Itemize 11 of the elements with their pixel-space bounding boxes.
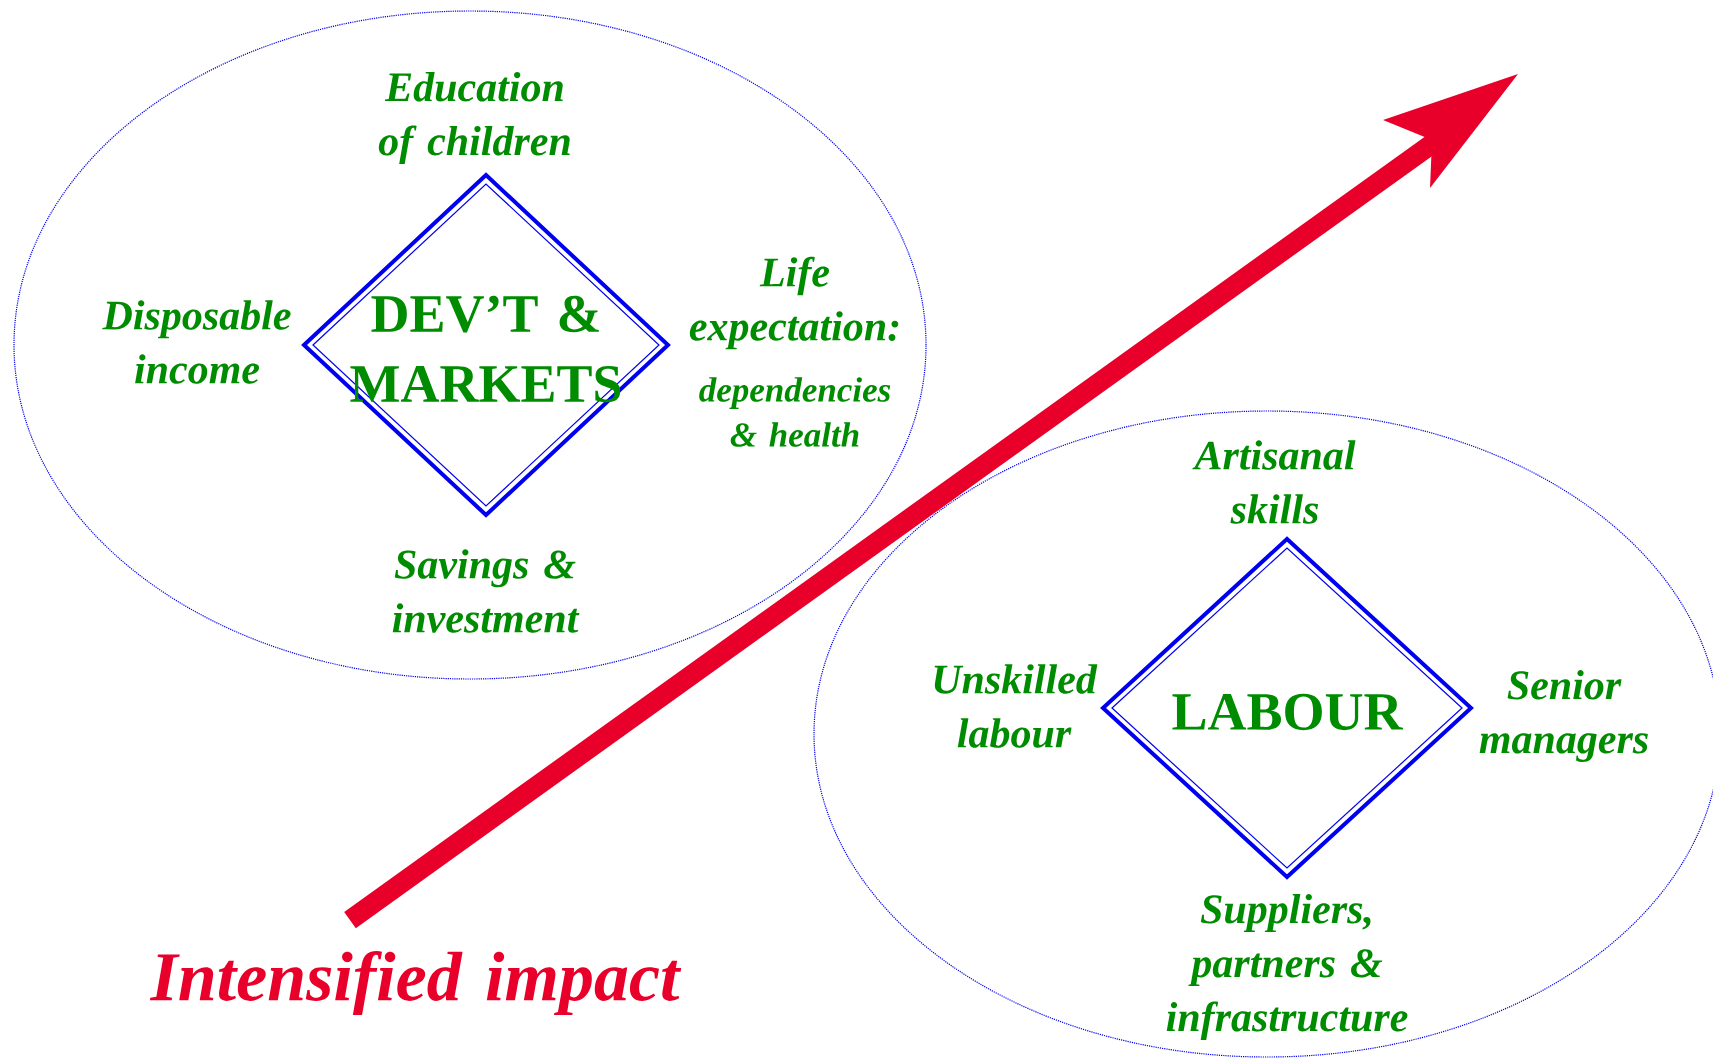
factor-label: Suppliers, partners & infrastructure bbox=[1166, 893, 1408, 1041]
factor-label: Life expectation: bbox=[689, 256, 899, 350]
factor-label: dependencies & health bbox=[699, 377, 891, 447]
factor-label: Artisanal skills bbox=[1192, 440, 1356, 524]
factor-label: Senior managers bbox=[1479, 669, 1648, 763]
caption-text: Intensified impact bbox=[149, 950, 682, 1016]
factor-label: Disposable income bbox=[102, 300, 291, 384]
factor-label: Savings & investment bbox=[392, 549, 580, 633]
factor-label: Education of children bbox=[378, 71, 570, 165]
factor-label: Unskilled labour bbox=[934, 664, 1098, 748]
dotted-ellipse bbox=[13, 10, 927, 680]
